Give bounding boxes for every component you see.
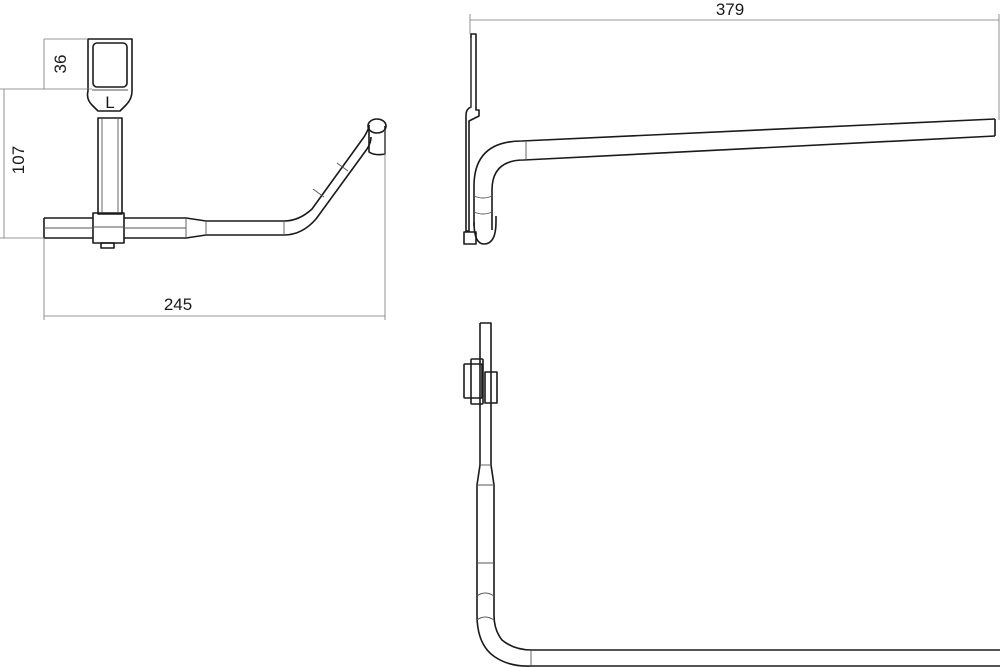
dimension-107: 107 [9, 146, 28, 174]
side-view [463, 33, 996, 245]
top-view [463, 322, 1000, 667]
side-dimensions: 379 [469, 0, 1000, 120]
dimension-245: 245 [164, 295, 192, 314]
part-marking: L [105, 93, 114, 112]
front-view: L [43, 38, 387, 249]
dimension-36: 36 [51, 55, 70, 74]
dimension-379: 379 [716, 0, 744, 19]
front-dimensions: 36 107 245 [0, 38, 386, 320]
